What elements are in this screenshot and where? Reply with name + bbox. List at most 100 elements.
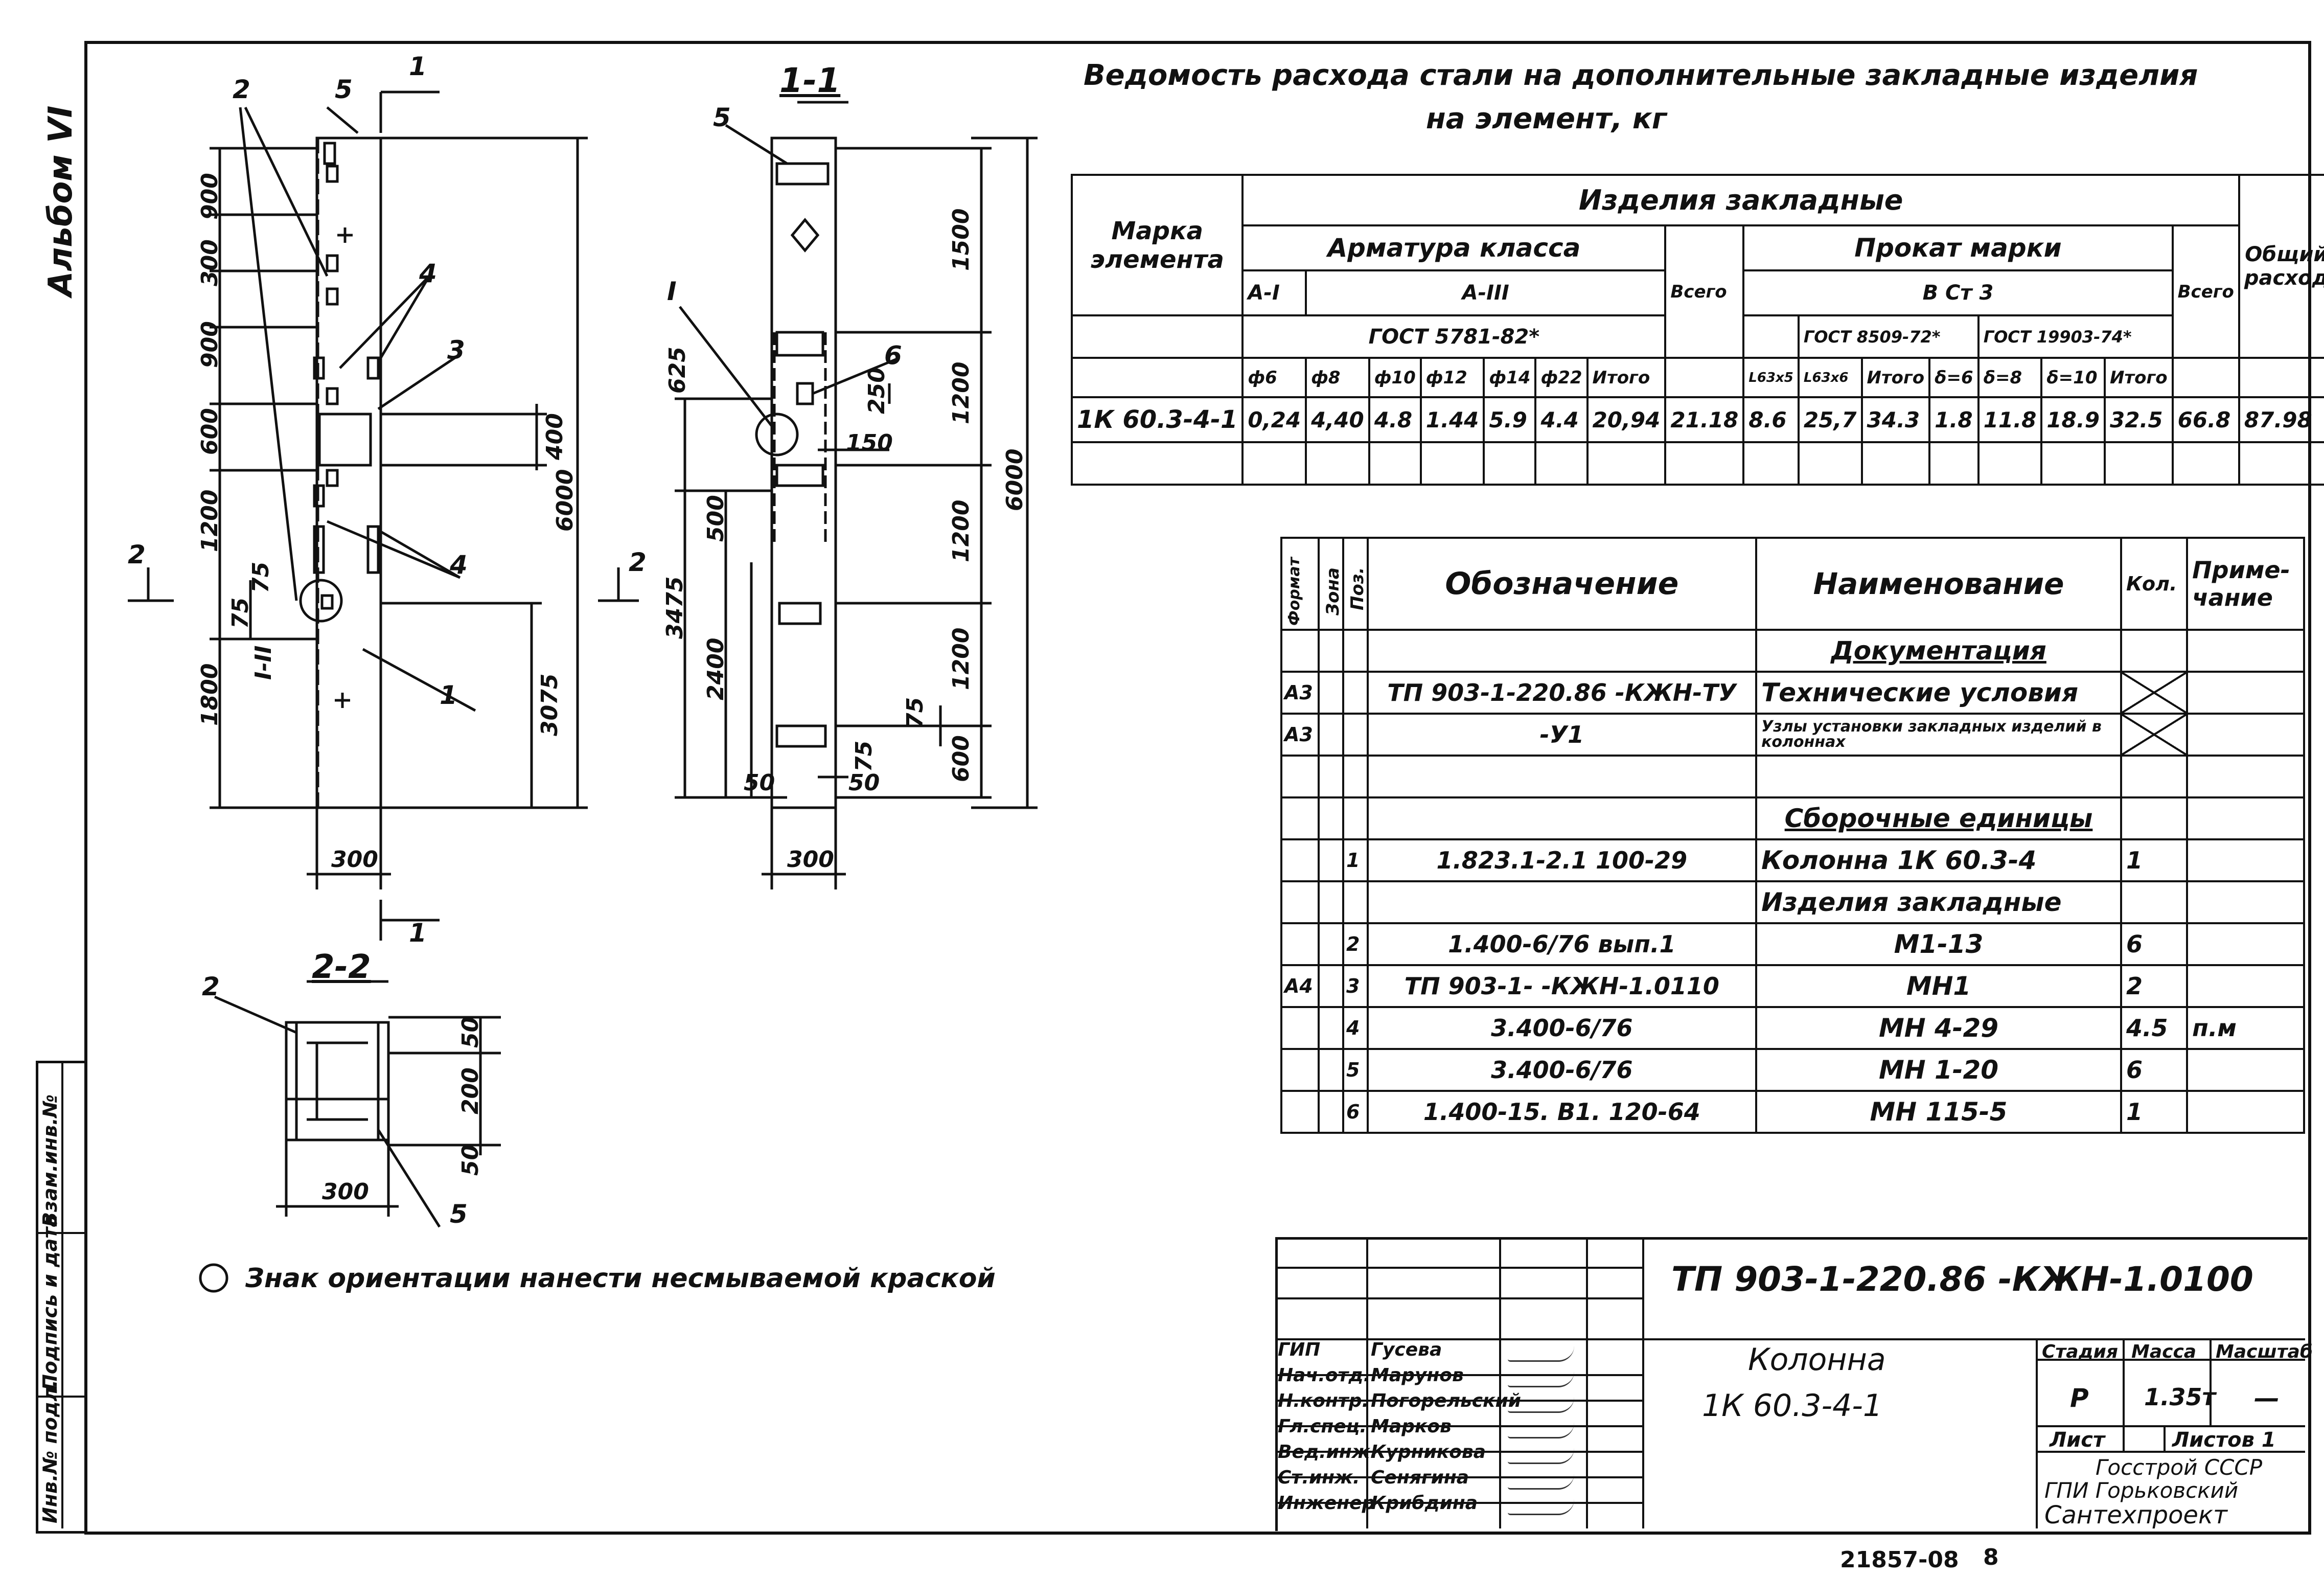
subheader: ф8 (1305, 357, 1370, 399)
subheader: L63x5 (1742, 357, 1800, 399)
empty-cell (2171, 357, 2240, 399)
grade: В Ст 3 (1742, 269, 2174, 317)
header-name: Наименование (1755, 537, 2122, 631)
header-pos: Поз. (1342, 537, 1369, 631)
empty-cell (1070, 314, 1244, 359)
cell: 21.18 (1664, 396, 1745, 444)
dim-label: 3075 (537, 673, 563, 736)
section-title: 1-1 (779, 61, 841, 100)
dim-label: 625 (664, 347, 691, 394)
leader-label: 5 (713, 103, 731, 132)
dim-label: 1200 (948, 627, 974, 690)
subheader: δ=6 (1928, 357, 1980, 399)
empty-cell (1742, 314, 1800, 359)
cell-zone (1318, 713, 1344, 757)
cell-name: МН 115-5 (1755, 1090, 2122, 1134)
cell: 25,7 (1797, 396, 1863, 444)
leader-label: 3 (447, 335, 465, 365)
cell-name: Колонна 1К 60.3-4 (1755, 838, 2122, 882)
subheader: ф6 (1241, 357, 1307, 399)
dim-label: 3475 (662, 576, 688, 639)
scale-value: — (2254, 1383, 2280, 1413)
cell: 18.9 (2040, 396, 2106, 444)
cell-zone (1318, 629, 1344, 673)
staff-role: Н.контр. (1278, 1390, 1369, 1411)
empty-cell (2171, 441, 2240, 486)
dim-label: 250 (864, 367, 890, 414)
cell: 20,94 (1586, 396, 1667, 444)
cell-note (2186, 838, 2305, 882)
leader-label: 5 (335, 75, 353, 104)
dim-label: 50 (744, 770, 775, 796)
cell-note (2186, 964, 2305, 1008)
signature-mark (1508, 1499, 1574, 1515)
cell-pos: 6 (1342, 1090, 1369, 1134)
cell-pos (1342, 671, 1369, 715)
cell: 34.3 (1860, 396, 1931, 444)
sheet-header: Лист (2050, 1428, 2105, 1452)
class-a1: А-I (1241, 269, 1307, 317)
gost-rolled-1: ГОСТ 8509-72* (1797, 314, 1980, 359)
header-format: Формат (1280, 537, 1320, 631)
cell-note (2186, 755, 2305, 798)
cell-zone (1318, 922, 1344, 966)
cell-zone (1318, 796, 1344, 840)
cell-zone (1318, 1006, 1344, 1050)
stage-value: Р (2070, 1383, 2089, 1413)
org-line: Госстрой СССР (2096, 1455, 2263, 1480)
empty-cell (1860, 441, 1931, 486)
cell-qty: 1 (2120, 1090, 2189, 1134)
cell-format: А3 (1280, 671, 1320, 715)
section-arrow-label: 2 (629, 547, 647, 577)
cell-zone (1318, 838, 1344, 882)
cell-format (1280, 796, 1320, 840)
staff-name: Марунов (1371, 1365, 1464, 1386)
dim-label: 50 (457, 1016, 484, 1048)
staff-role: Инженер (1278, 1493, 1375, 1514)
cell-pos (1342, 713, 1369, 757)
staff-name: Сенягина (1371, 1467, 1469, 1488)
cell-pos: 3 (1342, 964, 1369, 1008)
section-cut-label: 1 (409, 918, 427, 948)
cell-designation (1366, 880, 1758, 924)
dim-label: 1200 (948, 499, 974, 562)
dim-label: 75 (248, 561, 274, 593)
header-qty: Кол. (2120, 537, 2189, 631)
empty-cell (1664, 357, 1745, 399)
cell-designation: 3.400-6/76 (1366, 1048, 1758, 1092)
cell-designation (1366, 755, 1758, 798)
cell-mark: 1К 60.3-4-1 (1070, 396, 1244, 444)
org-line: Сантехпроект (2044, 1501, 2227, 1529)
cell-format: А4 (1280, 964, 1320, 1008)
cell: 4.4 (1534, 396, 1589, 444)
empty-cell (1797, 441, 1863, 486)
group-embedded: Изделия закладные (1241, 173, 2240, 227)
cell-format (1280, 922, 1320, 966)
dim-label: 900 (197, 321, 223, 368)
subheader: Итого (1586, 357, 1667, 399)
empty-cell (1241, 441, 1307, 486)
staff-name: Курникова (1371, 1442, 1486, 1463)
col-mark: Марка элемента (1070, 173, 1244, 317)
cell-format: А3 (1280, 713, 1320, 757)
gost-rolled-2: ГОСТ 19903-74* (1977, 314, 2240, 359)
empty-cell (1305, 441, 1370, 486)
cell-zone (1318, 671, 1344, 715)
object-name: Колонна (1748, 1342, 1886, 1378)
subheader: δ=10 (2040, 357, 2106, 399)
dim-label: 300 (331, 847, 378, 873)
staff-name: Крибдина (1371, 1493, 1478, 1514)
cell-qty: 6 (2120, 1048, 2189, 1092)
cell-format (1280, 755, 1320, 798)
cell-designation: 1.823.1-2.1 100-29 (1366, 838, 1758, 882)
stage-header: Стадия (2042, 1341, 2118, 1362)
cell-note (2186, 671, 2305, 715)
table-row: Документация (1280, 629, 2305, 673)
mass-value: 1.35т (2144, 1383, 2216, 1411)
empty-cell (2238, 441, 2324, 486)
table-row: Изделия закладные (1280, 880, 2305, 924)
cell-note (2186, 1048, 2305, 1092)
cell-name: М1-13 (1755, 922, 2122, 966)
